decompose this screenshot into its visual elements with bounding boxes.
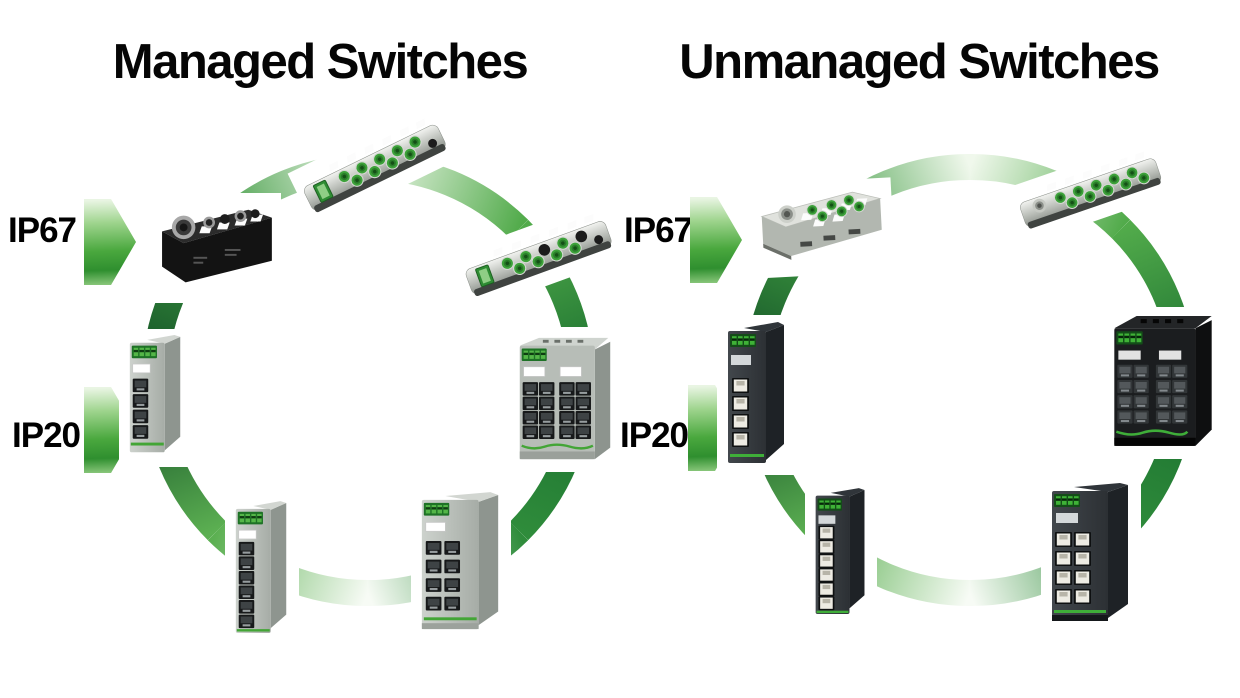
managed-title: Managed Switches: [112, 35, 529, 89]
managed-ip67-black-block-switch: [154, 198, 276, 298]
managed-ip67-bar-switch-b: [457, 205, 619, 307]
unmanaged-ip20-6port-switch: [810, 486, 872, 618]
unmanaged-title: Unmanaged Switches: [679, 35, 1160, 89]
managed-ip20-8port-switch: [416, 490, 506, 639]
unmanaged-ip67-block-switch: [753, 182, 891, 274]
arrow-right-icon: [690, 197, 742, 283]
unmanaged-ip67-bar-switch: [1011, 143, 1169, 239]
managed-ip67-label: IP67: [8, 211, 77, 250]
managed-ip20-6port-switch: [230, 498, 294, 640]
arrow-right-icon: [84, 199, 136, 285]
managed-ip20-16port-switch: [514, 332, 616, 467]
managed-ip67-bar-switch-a: [294, 109, 454, 223]
unmanaged-ip20-label: IP20: [620, 416, 689, 455]
managed-ip20-label: IP20: [12, 416, 81, 455]
unmanaged-ip20-8port-switch: [1046, 482, 1136, 630]
unmanaged-ip67-label: IP67: [624, 211, 693, 250]
managed-ip20-4port-switch: [124, 334, 188, 462]
unmanaged-ip20-16port-switch: [1106, 312, 1220, 454]
unmanaged-ip20-4port-switch: [722, 320, 790, 470]
